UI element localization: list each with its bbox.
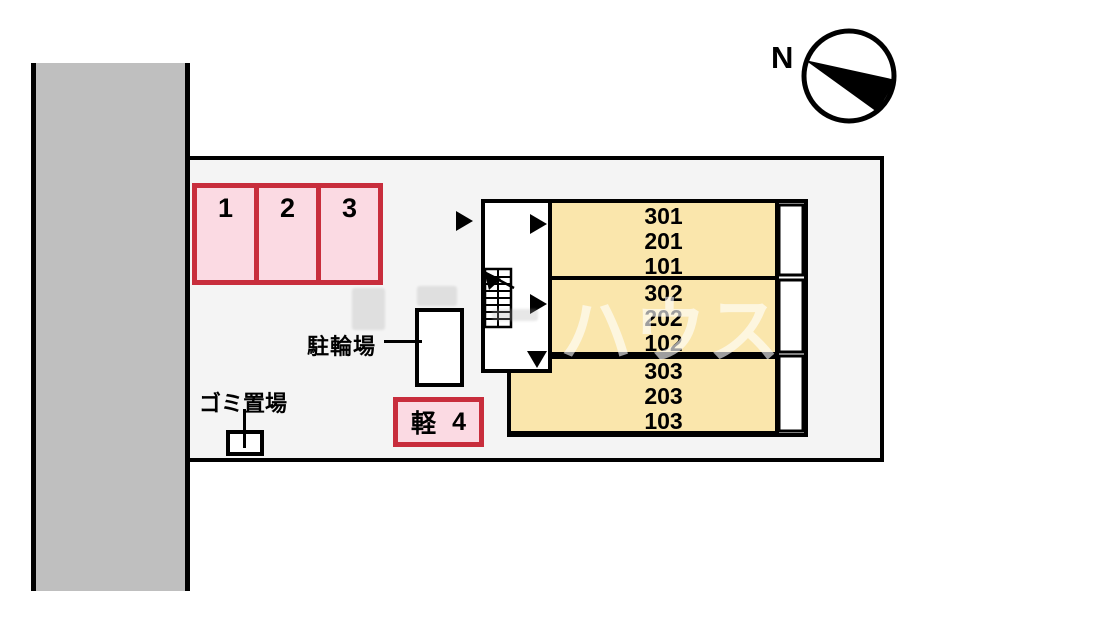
- parking-stall-1: 1: [192, 183, 259, 285]
- unit-number: 103: [644, 408, 683, 434]
- unit-numbers-top: 301 201 101: [550, 204, 777, 279]
- unit-number: 203: [644, 383, 683, 409]
- parking-stall-group: 1 2 3: [192, 183, 383, 285]
- unit-numbers-bottom: 303 203 103: [550, 359, 777, 434]
- road-strip: [31, 63, 190, 591]
- balcony-bottom: [777, 354, 805, 433]
- entry-arrow-icon: [530, 214, 547, 234]
- kei-parking-stall: 軽 4: [393, 397, 484, 447]
- bicycle-parking-label: 駐輪場: [307, 334, 377, 359]
- watermark-fragment: [352, 288, 385, 330]
- unit-block-middle: [548, 276, 779, 356]
- watermark-text: ハウス: [560, 292, 783, 372]
- unit-number: 102: [644, 330, 683, 356]
- north-label: N: [771, 40, 794, 75]
- balcony-middle: [777, 278, 805, 354]
- unit-number: 302: [644, 280, 683, 306]
- compass-needle: [805, 60, 896, 112]
- unit-number: 201: [644, 228, 683, 254]
- entry-arrow-icon: [530, 294, 547, 314]
- parking-stall-number: 1: [217, 193, 234, 223]
- unit-block-bottom: [507, 355, 779, 435]
- unit-number: 101: [644, 253, 683, 279]
- unit-number: 202: [644, 305, 683, 331]
- unit-number: 303: [644, 358, 683, 384]
- unit-block-top: [548, 199, 779, 280]
- bicycle-leader-line: [384, 340, 422, 343]
- building-outline: [456, 199, 808, 437]
- parking-stall-number: 2: [279, 193, 296, 223]
- watermark-fragment: [417, 286, 457, 306]
- staircase-icon: [483, 267, 515, 329]
- parking-stall-number: 3: [341, 193, 358, 223]
- parking-stall-2: 2: [254, 183, 321, 285]
- parking-stall-3: 3: [316, 183, 383, 285]
- watermark-fragment: [492, 309, 538, 321]
- kei-label: 軽: [411, 410, 437, 438]
- garbage-leader-line: [243, 409, 246, 448]
- north-compass-icon: [801, 28, 897, 124]
- entry-arrow-down-icon: [527, 351, 547, 368]
- unit-number: 301: [644, 203, 683, 229]
- unit-numbers-middle: 302 202 102: [550, 281, 777, 356]
- balcony-top: [777, 203, 805, 277]
- bicycle-shed-box: [415, 308, 464, 387]
- entry-arrow-icon: [456, 211, 473, 231]
- kei-number: 4: [452, 407, 466, 436]
